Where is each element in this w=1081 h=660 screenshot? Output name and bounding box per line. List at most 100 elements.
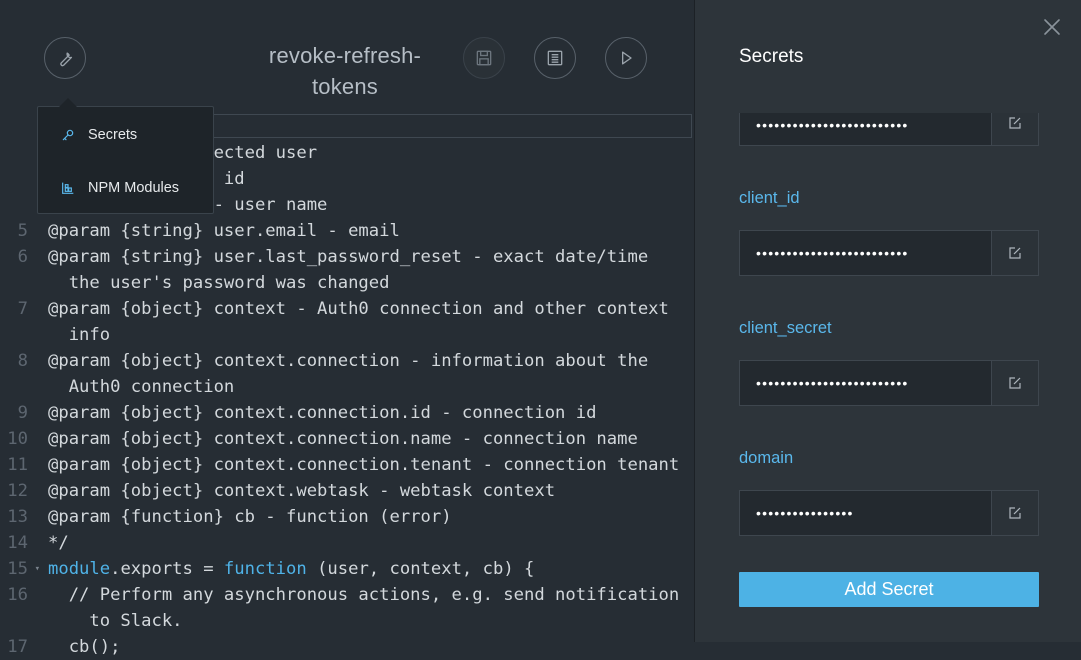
code-line[interactable]: 5 @param {string} user.email - email [0,218,693,244]
panel-title: Secrets [739,46,804,67]
title-line-2: tokens [311,74,379,99]
menu-item-label: NPM Modules [88,180,180,196]
line-number: 11 [7,455,28,475]
secret-row: ••••••••••••••••••••••••• [739,113,1039,146]
line-number [0,270,48,296]
code-text: @param {string} user.last_password_reset… [48,247,649,267]
code-text: @param {object} context.connection - inf… [48,351,649,371]
close-icon[interactable] [1041,16,1063,38]
code-line[interactable]: 14 */ [0,530,693,556]
fold-arrow-icon[interactable]: ▾ [34,564,40,574]
code-line[interactable]: 8 @param {object} context.connection - in… [0,348,693,374]
line-number: 13 [7,507,28,527]
code-line[interactable]: 6 @param {string} user.last_password_rese… [0,244,693,270]
code-text: Auth0 connection [48,377,235,397]
code-line[interactable]: 15▾module.exports = function (user, cont… [0,556,693,582]
add-secret-button[interactable]: Add Secret [739,572,1039,607]
line-number: 15▾ [0,556,48,582]
title-line-1: revoke-refresh- [268,43,422,68]
secret-value[interactable]: ••••••••••••••••••••••••• [756,375,909,391]
code-keyword: function [223,559,307,579]
code-lines[interactable]: } user - The affected user} user.id - us… [0,140,693,660]
code-text: */ [48,533,69,553]
line-number [0,608,48,634]
secret-row-domain: •••••••••••••••• [739,490,1039,536]
edit-secret-button[interactable] [991,491,1038,535]
wrench-icon [60,52,73,67]
code-line[interactable]: 16 // Perform any asynchronous actions, … [0,582,693,608]
secret-label-client-id: client_id [739,189,800,207]
line-number [0,374,48,400]
line-number: 12 [7,481,28,501]
code-line[interactable]: 7 @param {object} context - Auth0 connect… [0,296,693,322]
code-line[interactable]: to Slack. [0,608,693,634]
code-line[interactable]: 17 cb(); [0,634,693,660]
menu-item-npm-modules[interactable]: NPM Modules [38,175,213,201]
code-text: @param {string} user.email - email [48,221,400,241]
secret-label-client-secret: client_secret [739,319,832,337]
save-button[interactable] [463,37,505,79]
code-text: @param {object} context.webtask - webtas… [48,481,556,501]
run-button[interactable] [605,37,647,79]
line-number: 7 [17,299,28,319]
secrets-panel: Secrets ••••••••••••••••••••••••• client… [694,0,1081,642]
code-token: (user, context, cb) { [306,559,535,579]
code-text: @param {object} context - Auth0 connecti… [48,299,669,319]
line-number: 6 [17,247,28,267]
edit-secret-button[interactable] [991,361,1038,405]
code-text: cb(); [48,637,121,657]
edit-icon [1009,507,1021,519]
code-token: .exports = [110,559,224,579]
code-text: module.exports = function (user, context… [48,556,693,582]
code-text: info [48,325,111,345]
code-text: @param {object} context.connection.id - … [48,403,597,423]
code-line[interactable]: the user's password was changed [0,270,693,296]
code-keyword: module [48,559,111,579]
code-line[interactable]: Auth0 connection [0,374,693,400]
modules-icon [62,182,74,194]
settings-button[interactable] [44,37,86,79]
code-editor[interactable]: revoke-refresh- tokens } user - The affe… [0,0,693,657]
line-number: 16 [7,585,28,605]
active-line-highlight [210,114,692,138]
code-line[interactable]: info [0,322,693,348]
edit-secret-button[interactable] [991,113,1038,145]
code-text: @param {function} cb - function (error) [48,507,452,527]
edit-icon [1009,117,1021,129]
edit-secret-button[interactable] [991,231,1038,275]
key-icon [62,129,74,141]
code-line[interactable]: 9 @param {object} context.connection.id -… [0,400,693,426]
secret-label-domain: domain [739,449,794,467]
code-text: to Slack. [48,611,183,631]
line-number: 14 [7,533,28,553]
line-number: 10 [7,429,28,449]
edit-icon [1009,377,1021,389]
code-line[interactable]: 10 @param {object} context.connection.nam… [0,426,693,452]
secret-value[interactable]: ••••••••••••••••••••••••• [756,245,909,261]
settings-dropdown: Secrets NPM Modules [37,98,214,214]
menu-item-secrets[interactable]: Secrets [38,122,213,148]
edit-icon [1009,247,1021,259]
logs-button[interactable] [534,37,576,79]
code-line[interactable]: 11 @param {object} context.connection.ten… [0,452,693,478]
webtask-title: revoke-refresh- tokens [252,40,438,102]
code-line[interactable]: 13 @param {function} cb - function (error… [0,504,693,530]
document-list-icon [547,50,563,66]
line-number: 17 [7,637,28,657]
floppy-disk-icon [476,50,492,66]
code-text: @param {object} context.connection.tenan… [48,455,680,475]
code-line[interactable]: 12 @param {object} context.webtask - webt… [0,478,693,504]
secret-row-client-secret: ••••••••••••••••••••••••• [739,360,1039,406]
code-text: // Perform any asynchronous actions, e.g… [48,585,680,605]
secret-value[interactable]: •••••••••••••••• [756,505,854,521]
secret-row-client-id: ••••••••••••••••••••••••• [739,230,1039,276]
line-number [0,322,48,348]
code-text: @param {object} context.connection.name … [48,429,638,449]
secret-value[interactable]: ••••••••••••••••••••••••• [756,117,909,133]
code-text: the user's password was changed [48,273,390,293]
line-number: 8 [17,351,28,371]
menu-item-label: Secrets [88,127,138,143]
line-number: 9 [17,403,28,423]
line-number: 5 [17,221,28,241]
play-icon [622,51,632,65]
